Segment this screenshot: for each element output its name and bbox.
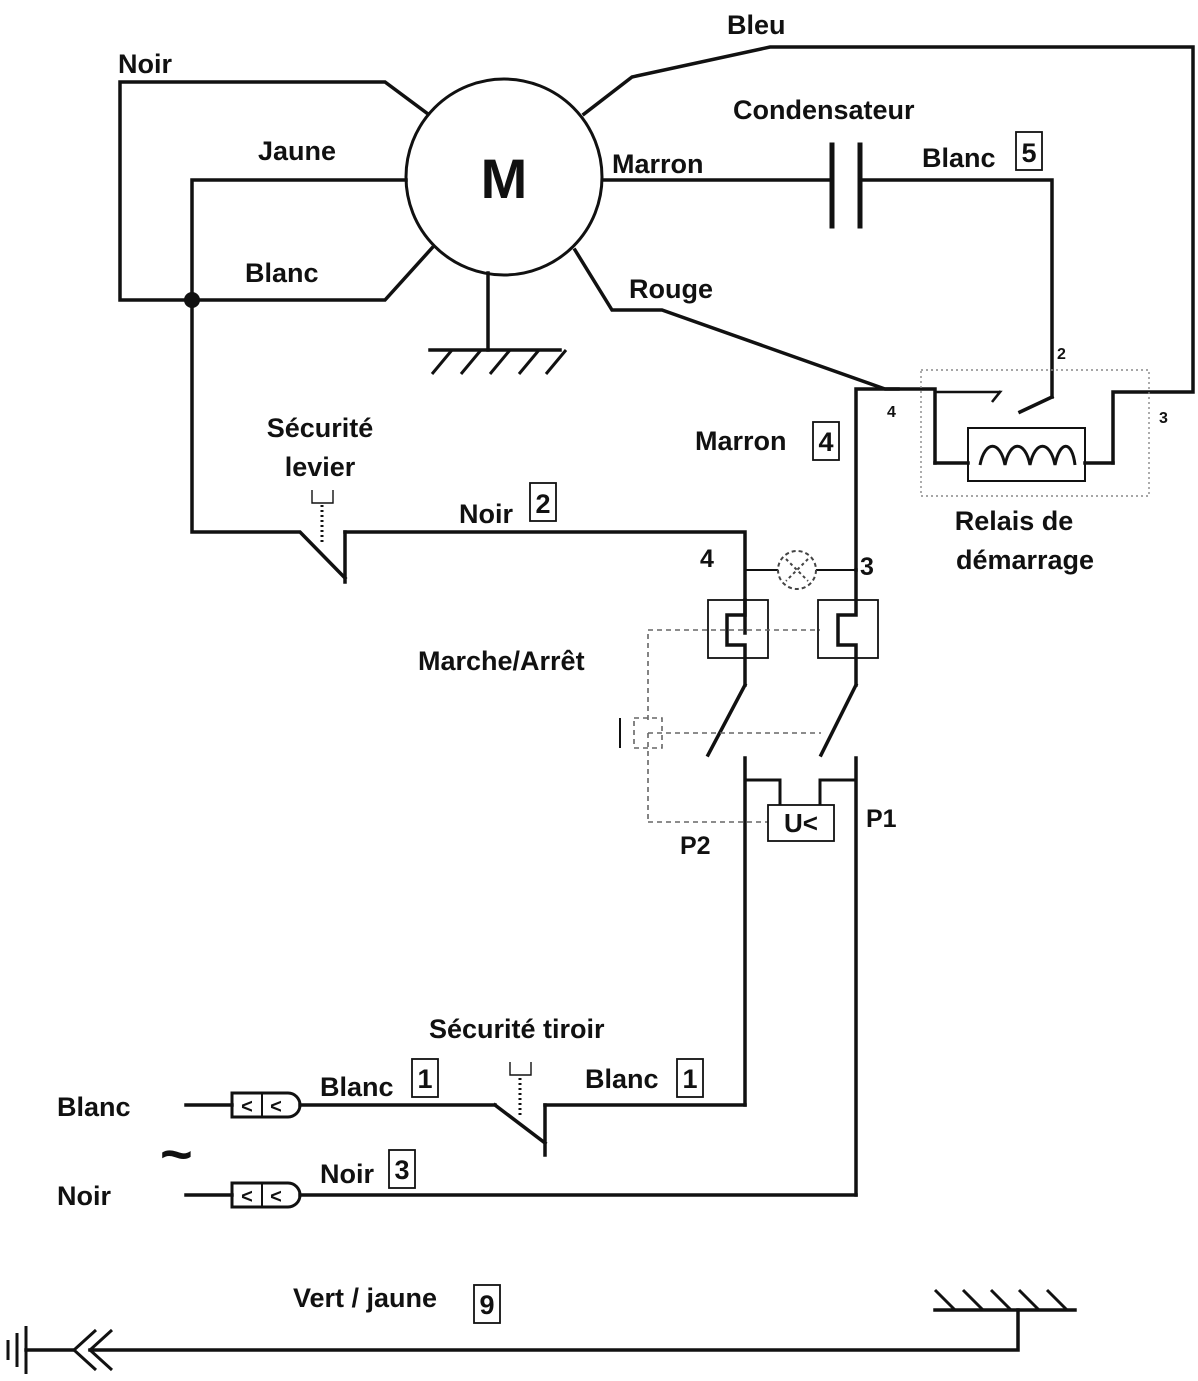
terminal-relay-2: 2 (1057, 346, 1066, 363)
wire-bleu (581, 45, 1195, 465)
motor: M (404, 77, 604, 277)
wire-marron-4 (854, 387, 900, 572)
terminal-relay-3: 3 (1159, 410, 1168, 427)
motor-label: M (481, 147, 528, 210)
label-bleu: Bleu (727, 10, 786, 40)
marche-arret-switch: U< (619, 550, 879, 1197)
svg-text:<: < (241, 1096, 253, 1118)
wire-rouge (572, 247, 937, 465)
terminal-relay-4: 4 (887, 404, 896, 421)
terminal-switch-4: 4 (700, 545, 714, 573)
label-noir-top: Noir (118, 49, 172, 79)
relais-de-demarrage (920, 369, 1150, 497)
label-blanc-1a: Blanc (320, 1072, 394, 1102)
plug-noir: < < (184, 1181, 302, 1209)
label-supply-noir: Noir (57, 1181, 111, 1211)
wire-jaune (190, 178, 408, 581)
label-noir-2: Noir (459, 499, 513, 529)
label-relais-line2: démarrage (956, 545, 1094, 575)
label-blanc-1b: Blanc (585, 1064, 659, 1094)
wire-number-9: 9 (479, 1290, 494, 1320)
terminal-p1: P1 (866, 805, 897, 833)
label-marron-4: Marron (695, 426, 787, 456)
label-jaune: Jaune (258, 136, 336, 166)
wire-vert-jaune (88, 1308, 1020, 1352)
chassis-ground-symbol (933, 1288, 1077, 1312)
plug-blanc: < < (184, 1091, 302, 1119)
junction-dot (184, 292, 200, 308)
svg-text:<: < (241, 1186, 253, 1208)
label-rouge: Rouge (629, 274, 713, 304)
securite-levier-switch (311, 490, 747, 635)
label-vert-jaune: Vert / jaune (293, 1283, 437, 1313)
label-supply-blanc: Blanc (57, 1092, 131, 1122)
label-condensateur: Condensateur (733, 95, 915, 125)
terminal-switch-3: 3 (860, 553, 874, 581)
label-marche-arret: Marche/Arrêt (418, 646, 585, 676)
label-marron-motor: Marron (612, 149, 704, 179)
label-relais-line1: Relais de (955, 506, 1074, 536)
terminal-p2: P2 (680, 832, 711, 860)
wire-number-3: 3 (394, 1155, 409, 1185)
wire-number-1a: 1 (417, 1064, 432, 1094)
svg-text:<: < (270, 1186, 282, 1208)
motor-ground-symbol (428, 271, 568, 375)
securite-tiroir-switch (492, 1062, 548, 1157)
svg-text:<: < (270, 1096, 282, 1118)
wire-number-5: 5 (1021, 138, 1036, 168)
label-blanc-5: Blanc (922, 143, 996, 173)
wire-noir-2 (343, 530, 747, 635)
wire-blanc-motor (190, 245, 435, 302)
wire-number-4: 4 (818, 427, 833, 457)
ac-symbol: ~ (160, 1122, 193, 1185)
label-blanc-motor: Blanc (245, 258, 319, 288)
wire-number-2: 2 (535, 489, 550, 519)
label-securite-levier-1: Sécurité (267, 413, 374, 443)
condensateur-symbol (829, 142, 863, 229)
undervoltage-label: U< (784, 808, 818, 838)
label-securite-tiroir: Sécurité tiroir (429, 1014, 605, 1044)
label-noir-3: Noir (320, 1159, 374, 1189)
wire-noir-top (118, 80, 431, 302)
label-securite-levier-2: levier (285, 452, 356, 482)
wire-number-1b: 1 (682, 1064, 697, 1094)
wire-blanc-5 (858, 178, 1054, 399)
